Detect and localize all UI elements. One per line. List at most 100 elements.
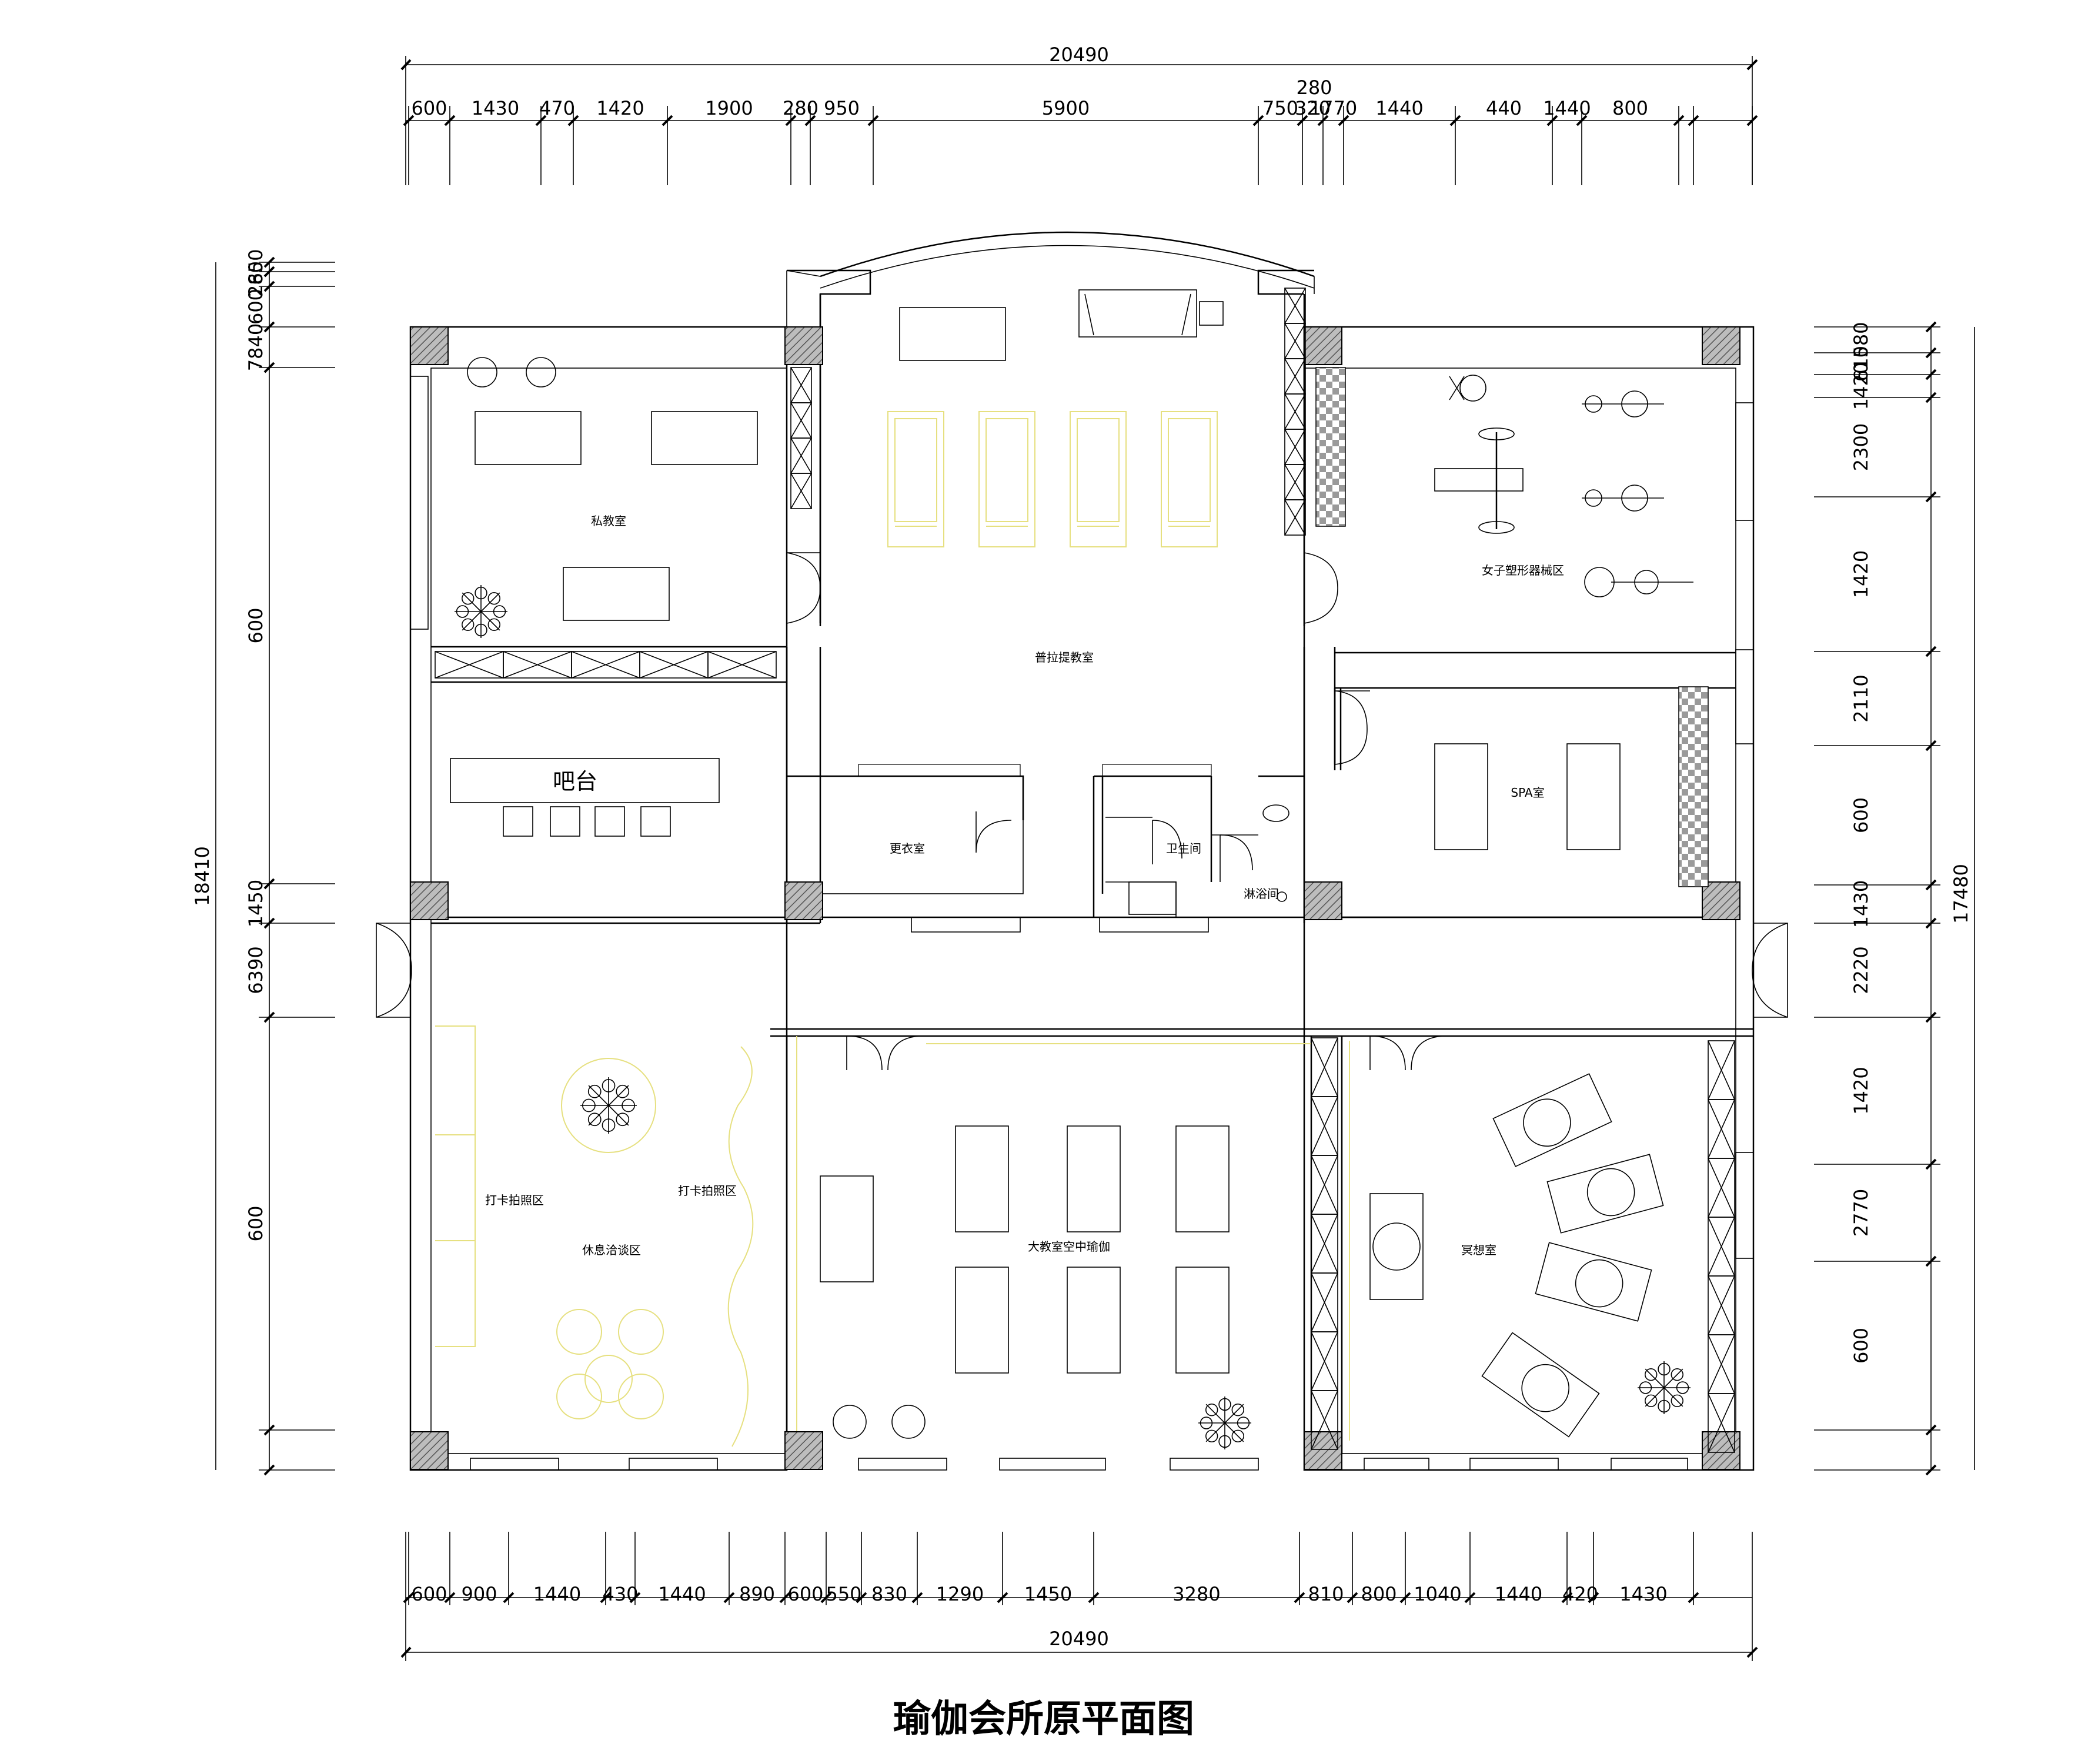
cabinet-private-2 <box>790 437 812 474</box>
column-7 <box>1702 881 1740 920</box>
cabinet-yoga-1 <box>1311 1096 1338 1156</box>
label-bar: 吧台 <box>553 769 597 794</box>
column-4 <box>410 881 449 920</box>
toilet-fixtures <box>1128 804 1289 915</box>
bottom-dim-7: 550 <box>826 1583 861 1605</box>
right-dim-10: 2770 <box>1850 1189 1872 1237</box>
top-dim-11: 1440 <box>1375 97 1423 119</box>
column-1 <box>784 326 823 365</box>
left-dim-7: 600 <box>245 1205 267 1241</box>
column-9 <box>784 1431 823 1470</box>
top-extra-dim: 280 <box>1296 76 1332 99</box>
aerial-yoga-furniture <box>820 1125 1230 1439</box>
top-dim-13: 1440 <box>1543 97 1591 119</box>
label-meditation: 冥想室 <box>1461 1243 1496 1257</box>
cabinet-pilates-5 <box>1284 464 1306 500</box>
bottom-dim-4: 1440 <box>658 1583 706 1605</box>
right-dim-6: 600 <box>1850 797 1872 833</box>
column-3 <box>1702 326 1740 365</box>
cabinet-meditation-1 <box>1708 1099 1735 1159</box>
label-lounge: 休息洽谈区 <box>582 1243 641 1257</box>
cabinet-pilates-1 <box>1284 323 1306 359</box>
top-dim-3: 1420 <box>596 97 644 119</box>
label-photo-left: 打卡拍照区 <box>485 1193 544 1207</box>
top-dim-7: 5900 <box>1042 97 1090 119</box>
cabinet-meditation-0 <box>1708 1040 1735 1100</box>
right-dim-1: 610 <box>1850 346 1872 382</box>
bottom-dim-6: 600 <box>787 1583 823 1605</box>
left-dim-2: 600 <box>245 289 267 325</box>
structural-columns <box>410 326 1740 1470</box>
bottom-dim-10: 1450 <box>1024 1583 1072 1605</box>
plant-yoga <box>1198 1396 1251 1449</box>
bottom-dim-12: 810 <box>1308 1583 1344 1605</box>
reformer-3 <box>1161 411 1218 547</box>
plan-title: 瑜伽会所原平面图 <box>893 1698 1194 1741</box>
left-overall-dim: 18410 <box>191 846 213 906</box>
cabinet-pilates-4 <box>1284 429 1306 465</box>
cabinet-lounge-2 <box>571 651 640 679</box>
reformer-2 <box>1070 411 1127 547</box>
cabinet-yoga-3 <box>1311 1214 1338 1274</box>
label-toilet: 卫生间 <box>1166 841 1201 856</box>
left-dim-5: 1450 <box>245 880 267 927</box>
cabinet-yoga-2 <box>1311 1155 1338 1215</box>
top-dim-12: 440 <box>1486 97 1522 119</box>
right-overall-dim: 17480 <box>1950 864 1972 924</box>
left-dim-6: 6390 <box>245 946 267 994</box>
bottom-dim-11: 3280 <box>1172 1583 1220 1605</box>
label-equipment: 女子塑形器械区 <box>1482 563 1564 577</box>
label-private-class: 私教室 <box>591 514 626 528</box>
cabinet-yoga-6 <box>1311 1390 1338 1450</box>
cabinet-meditation-6 <box>1708 1393 1735 1453</box>
plant-meditation <box>1638 1361 1691 1414</box>
cabinet-pilates-3 <box>1284 393 1306 430</box>
plant-lounge <box>580 1077 637 1134</box>
top-dim-2: 470 <box>539 97 575 119</box>
storage-cabinets <box>435 288 1735 1453</box>
cabinet-private-3 <box>790 473 812 509</box>
pilates-furniture <box>887 289 1224 547</box>
bottom-dim-3: 430 <box>602 1583 638 1605</box>
bottom-dim-17: 1430 <box>1619 1583 1667 1605</box>
doors[interactable] <box>376 552 1788 1071</box>
top-dim-1: 1430 <box>472 97 519 119</box>
top-dim-6: 950 <box>824 97 860 119</box>
cabinet-pilates-2 <box>1284 358 1306 395</box>
right-dim-11: 600 <box>1850 1328 1872 1364</box>
bottom-dim-8: 830 <box>871 1583 907 1605</box>
cabinet-meditation-4 <box>1708 1275 1735 1335</box>
right-dim-8: 2220 <box>1850 946 1872 994</box>
right-dim-2: 1420 <box>1850 362 1872 410</box>
label-aerial-yoga: 大教室空中瑜伽 <box>1028 1240 1110 1254</box>
right-dim-0: 580 <box>1850 322 1872 358</box>
cabinet-lounge-1 <box>503 651 572 679</box>
bottom-dim-13: 800 <box>1361 1583 1397 1605</box>
right-dim-4: 1420 <box>1850 550 1872 598</box>
left-dim-4: 600 <box>245 607 267 643</box>
label-spa: SPA室 <box>1511 786 1544 800</box>
label-photo-right: 打卡拍照区 <box>678 1184 737 1198</box>
lounge-furniture <box>435 1025 754 1447</box>
right-dim-9: 1420 <box>1850 1067 1872 1114</box>
right-dim-7: 1430 <box>1850 880 1872 928</box>
bottom-overall-dim: 20490 <box>1049 1628 1109 1650</box>
left-dim-3: 7840 <box>245 323 267 371</box>
cabinet-lounge-0 <box>435 651 504 679</box>
floor-mat-equipment <box>1315 367 1346 527</box>
plant-private <box>455 585 507 638</box>
private-room-furniture <box>467 357 758 621</box>
column-5 <box>784 881 823 920</box>
top-dim-4: 1900 <box>705 97 753 119</box>
cabinet-meditation-5 <box>1708 1334 1735 1394</box>
column-8 <box>410 1431 449 1470</box>
cabinet-yoga-5 <box>1311 1331 1338 1391</box>
exterior-walls <box>409 231 1755 1471</box>
column-2 <box>1304 326 1342 365</box>
label-shower: 淋浴间 <box>1244 887 1279 901</box>
cabinet-meditation-2 <box>1708 1158 1735 1218</box>
top-dim-0: 600 <box>411 97 447 119</box>
